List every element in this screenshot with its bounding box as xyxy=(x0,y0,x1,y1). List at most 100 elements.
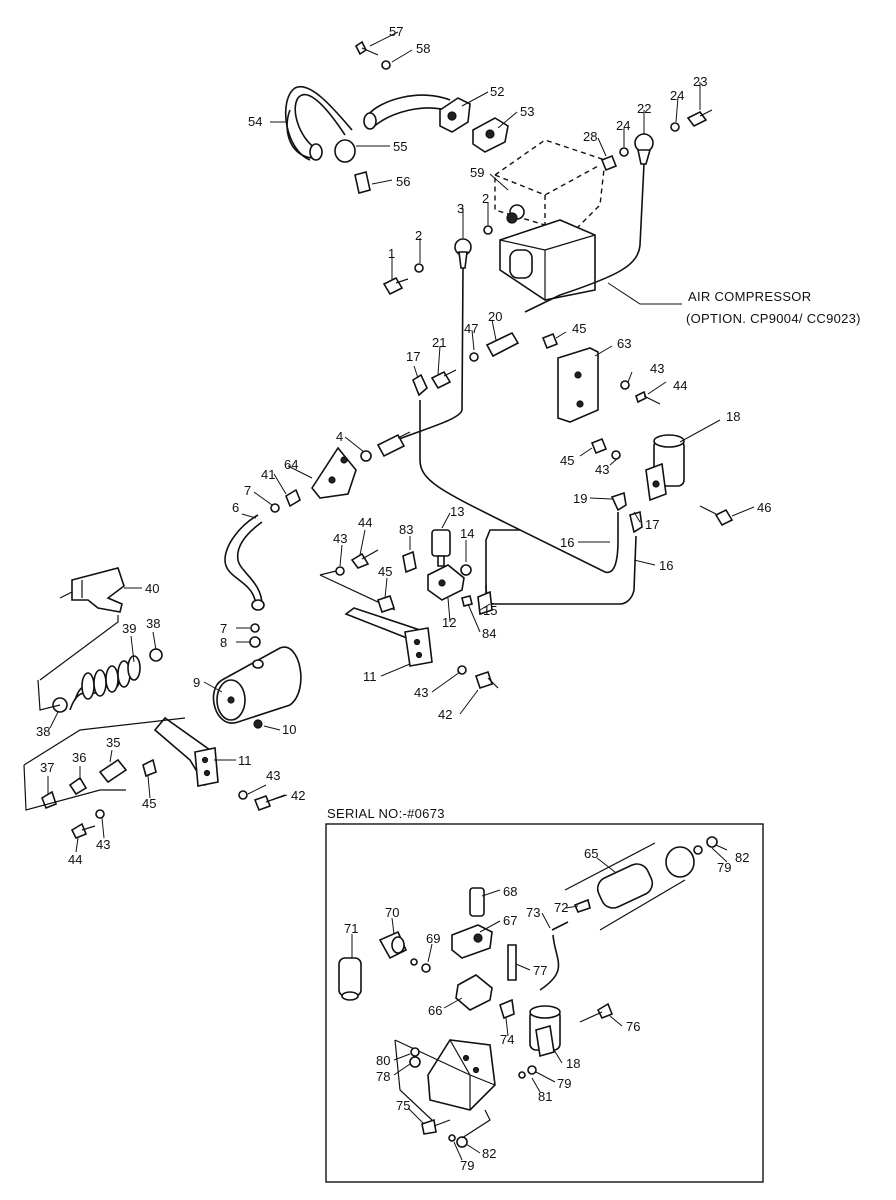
part-label: 7 xyxy=(244,483,251,498)
part-label: 59 xyxy=(470,165,484,180)
part-label: 4 xyxy=(336,429,343,444)
part-label: 75 xyxy=(396,1098,410,1113)
part-label: 65 xyxy=(584,846,598,861)
part-label: 80 xyxy=(376,1053,390,1068)
part-label: 82 xyxy=(482,1146,496,1161)
part-label: 45 xyxy=(378,564,392,579)
part-label: 46 xyxy=(757,500,771,515)
part-label: 43 xyxy=(414,685,428,700)
intake-hose-assembly xyxy=(284,40,509,194)
part-label: 16 xyxy=(560,535,574,550)
part-label: 18 xyxy=(566,1056,580,1071)
part-label: 56 xyxy=(396,174,410,189)
part-label: 19 xyxy=(573,491,587,506)
air-compressor-option: (OPTION. CP9004/ CC9023) xyxy=(686,311,861,326)
part-label: 55 xyxy=(393,139,407,154)
part-label: 22 xyxy=(637,101,651,116)
part-label: 42 xyxy=(291,788,305,803)
part-label: 12 xyxy=(442,615,456,630)
part-label: 20 xyxy=(488,309,502,324)
part-label: 6 xyxy=(232,500,239,515)
part-label: 42 xyxy=(438,707,452,722)
bracket-11-center xyxy=(319,529,499,690)
part-label: 39 xyxy=(122,621,136,636)
part-label: 3 xyxy=(457,201,464,216)
governor-bracket xyxy=(541,332,734,534)
part-label: 2 xyxy=(415,228,422,243)
part-label: 69 xyxy=(426,931,440,946)
part-label: 28 xyxy=(583,129,597,144)
part-label: 24 xyxy=(670,88,684,103)
part-label: 52 xyxy=(490,84,504,99)
part-label: 79 xyxy=(557,1076,571,1091)
part-label: 40 xyxy=(145,581,159,596)
mount-plate-64 xyxy=(224,446,357,648)
part-label: 45 xyxy=(572,321,586,336)
part-label: 16 xyxy=(659,558,673,573)
part-label: 53 xyxy=(520,104,534,119)
part-label: 38 xyxy=(146,616,160,631)
part-label: 44 xyxy=(673,378,687,393)
part-labels: 57 58 52 53 54 55 56 23 24 22 24 28 59 2… xyxy=(36,24,771,1173)
part-label: 21 xyxy=(432,335,446,350)
part-label: 76 xyxy=(626,1019,640,1034)
part-label: 43 xyxy=(96,837,110,852)
part-label: 15 xyxy=(483,603,497,618)
part-label: 11 xyxy=(238,753,252,768)
part-label: 67 xyxy=(503,913,517,928)
part-label: 44 xyxy=(68,852,82,867)
air-lines xyxy=(391,163,645,605)
part-label: 78 xyxy=(376,1069,390,1084)
part-label: 71 xyxy=(344,921,358,936)
part-label: 8 xyxy=(220,635,227,650)
part-label: 43 xyxy=(266,768,280,783)
unloader-fittings xyxy=(360,331,520,462)
leader-lines xyxy=(47,31,755,1161)
part-label: 64 xyxy=(284,457,298,472)
part-label: 24 xyxy=(616,118,630,133)
part-label: 11 xyxy=(363,669,377,684)
part-label: 1 xyxy=(388,246,395,261)
part-label: 17 xyxy=(406,349,420,364)
part-label: 63 xyxy=(617,336,631,351)
part-label: 83 xyxy=(399,522,413,537)
air-compressor-title: AIR COMPRESSOR xyxy=(688,289,811,304)
part-label: 66 xyxy=(428,1003,442,1018)
part-label: 43 xyxy=(595,462,609,477)
part-label: 54 xyxy=(248,114,262,129)
part-label: 44 xyxy=(358,515,372,530)
part-label: 82 xyxy=(735,850,749,865)
part-label: 43 xyxy=(650,361,664,376)
part-label: 23 xyxy=(693,74,707,89)
part-label: 57 xyxy=(389,24,403,39)
part-label: 13 xyxy=(450,504,464,519)
part-label: 79 xyxy=(717,860,731,875)
part-label: 10 xyxy=(282,722,296,737)
part-label: 84 xyxy=(482,626,496,641)
part-label: 41 xyxy=(261,467,275,482)
part-label: 47 xyxy=(464,321,478,336)
air-gun-40 xyxy=(59,567,125,613)
serial-no-label: SERIAL NO:-#0673 xyxy=(327,806,445,821)
serial-inset-parts xyxy=(338,836,718,1148)
part-label: 9 xyxy=(193,675,200,690)
part-label: 77 xyxy=(533,963,547,978)
part-label: 2 xyxy=(482,191,489,206)
part-label: 18 xyxy=(726,409,740,424)
serial-inset-frame xyxy=(325,823,764,1183)
part-label: 43 xyxy=(333,531,347,546)
part-label: 7 xyxy=(220,621,227,636)
part-label: 45 xyxy=(560,453,574,468)
air-compressor-assembly xyxy=(494,139,606,301)
part-label: 17 xyxy=(645,517,659,532)
part-label: 37 xyxy=(40,760,54,775)
compressor-fittings xyxy=(382,109,713,296)
air-tank-9 xyxy=(212,646,302,729)
part-label: 73 xyxy=(526,905,540,920)
part-label: 38 xyxy=(36,724,50,739)
coil-hose-39 xyxy=(37,615,163,713)
part-label: 35 xyxy=(106,735,120,750)
part-label: 70 xyxy=(385,905,399,920)
part-label: 45 xyxy=(142,796,156,811)
